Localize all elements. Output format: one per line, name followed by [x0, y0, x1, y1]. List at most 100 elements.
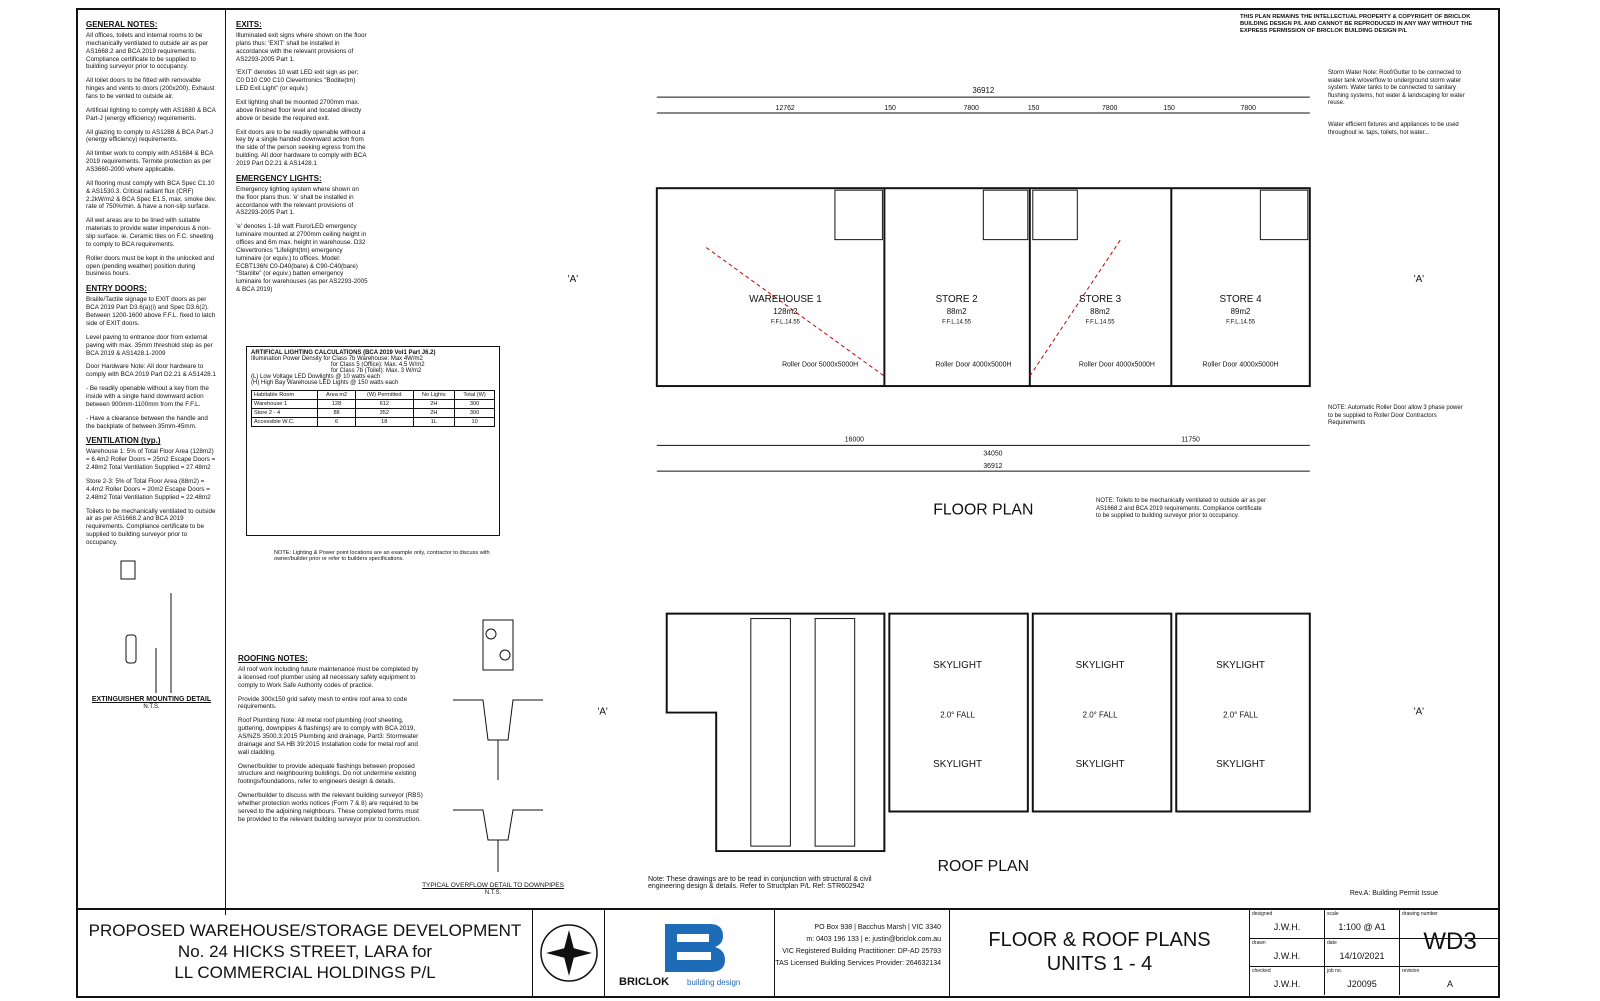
- note-exits-1: Illuminated exit signs where shown on th…: [236, 32, 367, 63]
- toilet-unit-3: [1032, 189, 1078, 241]
- note-toilet-doors: All toilet doors to be fitted with remov…: [86, 77, 215, 101]
- note-hardware: Door Hardware Note: All door hardware to…: [86, 363, 216, 379]
- roller-door-label: Roller Door 5000x5000H: [782, 361, 858, 368]
- col-lights: No Lights: [412, 390, 456, 400]
- room-ffl: F.F.L.14.55: [1226, 320, 1256, 326]
- room-name: STORE 3: [1079, 294, 1122, 305]
- floor-roof-plan-drawing: 36912 12762 150 7800 150 7800 150 7800: [568, 86, 1424, 875]
- value: WD3: [1423, 928, 1477, 955]
- col-total: Total (W): [454, 390, 495, 400]
- note-level-paving: Level paving to entrance door from exter…: [86, 333, 213, 357]
- col-area: Area m2: [317, 390, 357, 400]
- skylight-label: SKYLIGHT: [1216, 759, 1265, 770]
- general-notes-column: GENERAL NOTES: All offices, toilets and …: [78, 10, 226, 915]
- project-line-1: PROPOSED WAREHOUSE/STORAGE DEVELOPMENT: [88, 921, 522, 940]
- room-ffl: F.F.L.14.55: [771, 320, 801, 326]
- emergency-heading: EMERGENCY LIGHTS:: [236, 173, 322, 183]
- cell: Warehouse 1: [250, 399, 319, 409]
- auto-roller-note: NOTE: Automatic Roller Door allow 3 phas…: [1328, 405, 1463, 426]
- note-ventilation: All offices, toilets and internal rooms …: [86, 32, 209, 71]
- note-entry: Braille/Tactile signage to EXIT doors as…: [86, 296, 216, 327]
- drawing-title-line-2: UNITS 1 - 4: [1046, 953, 1153, 975]
- entry-doors-heading: ENTRY DOORS:: [86, 284, 147, 294]
- fall-label: 2.0° FALL: [1083, 711, 1118, 720]
- note-roof-2: Provide 300x150 grid safety mesh to enti…: [238, 695, 408, 711]
- overflow-detail-drawing: [453, 619, 543, 872]
- revision-cell: revision A: [1400, 966, 1500, 996]
- drawing-sheet: GENERAL NOTES: All offices, toilets and …: [76, 8, 1500, 998]
- briclok-logo: BRICLOK building design: [605, 910, 775, 996]
- cell: Store 2 - 4: [250, 408, 319, 418]
- note-roof-5: Owner/builder to discuss with the releva…: [238, 792, 423, 823]
- lighting-note: NOTE: Lighting & Power point locations a…: [274, 550, 490, 562]
- note-artificial-lighting: Artificial lighting to comply with AS168…: [86, 106, 216, 122]
- extinguisher-nts: N.T.S.: [143, 704, 160, 711]
- top-dims: 12762 150 7800 150 7800 150 7800: [776, 105, 1257, 112]
- compass-logo: [533, 910, 605, 996]
- roofing-heading: ROOFING NOTES:: [238, 654, 308, 663]
- exits-heading: EXITS:: [236, 20, 262, 29]
- skylight-label: SKYLIGHT: [1076, 660, 1125, 671]
- roller-door-label: Roller Door 4000x5000H: [1203, 361, 1279, 368]
- value: 1:100 @ A1: [1338, 922, 1386, 932]
- extinguisher-detail: [120, 560, 172, 693]
- lighting-title: ARTIFICAL LIGHTING CALCULATIONS (BCA 201…: [251, 350, 436, 356]
- room-name: STORE 4: [1220, 294, 1263, 305]
- signage-icon: [120, 560, 136, 580]
- cell: 6: [317, 417, 357, 427]
- cell: 300: [454, 408, 495, 418]
- label: drawing number: [1402, 911, 1438, 917]
- cell: 18: [355, 417, 414, 427]
- ventilation-heading: VENTILATION (typ.): [86, 436, 161, 446]
- label: date: [1327, 940, 1337, 946]
- downpipe-circle-2: [499, 649, 511, 661]
- lighting-line-5: (H) High Bay Warehouse LED Lights @ 150 …: [251, 380, 399, 386]
- cell: Accessible W.C.: [250, 417, 319, 427]
- north-star-icon: [540, 924, 598, 982]
- col-permitted: (W) Permitted: [355, 390, 414, 400]
- floor-plan-title: FLOOR PLAN: [933, 502, 1033, 519]
- label: drawn: [1252, 940, 1266, 946]
- room-area: 88m2: [1090, 307, 1110, 316]
- skylight-labels: SKYLIGHT SKYLIGHT SKYLIGHT SKYLIGHT SKYL…: [933, 660, 1265, 770]
- downpipe-circle: [485, 628, 497, 640]
- scale-cell: scale 1:100 @ A1: [1325, 910, 1400, 938]
- revision-note: Rev.A: Building Permit Issue: [1349, 890, 1438, 897]
- label: checked: [1252, 968, 1271, 974]
- room-name: WAREHOUSE 1: [749, 294, 822, 305]
- roof-section-left: 'A': [597, 707, 607, 718]
- fall-label: 2.0° FALL: [1223, 711, 1258, 720]
- overall-dim-text: 36912: [972, 86, 994, 95]
- general-notes-heading: GENERAL NOTES:: [86, 20, 158, 29]
- note-vent-warehouse: Warehouse 1: 5% of Total Floor Area (128…: [86, 448, 216, 472]
- roof-outline-2: [888, 612, 1029, 813]
- roof-outline-3: [1031, 612, 1173, 813]
- note-exits-4: Exit doors are to be readily openable wi…: [236, 128, 367, 168]
- contact-line: VIC Registered Building Practitioner: DP…: [782, 948, 941, 955]
- note-roof-3: Roof Plumbing Note: All metal roof plumb…: [238, 717, 419, 756]
- cell: 128: [317, 399, 357, 409]
- job-cell: job no.J20095: [1325, 967, 1400, 995]
- extinguisher-heading: EXTINGUISHER MOUNTING DETAIL: [91, 695, 212, 703]
- cell: 300: [454, 399, 495, 409]
- label: scale: [1327, 911, 1339, 917]
- room-labels: WAREHOUSE 1 128m2 F.F.L.14.55 STORE 2 88…: [749, 294, 1278, 368]
- skylight-label: SKYLIGHT: [933, 759, 982, 770]
- note-hardware-2: - Have a clearance between the handle an…: [86, 414, 208, 430]
- brand-sub: building design: [687, 978, 741, 987]
- roller-door-label: Roller Door 4000x5000H: [935, 361, 1011, 368]
- skylight-1: [750, 618, 791, 847]
- sump-box: [482, 619, 514, 671]
- dim-text: 7800: [1102, 105, 1118, 112]
- roof-outline-4: [1175, 612, 1311, 813]
- overflow-section: [453, 809, 543, 841]
- skylight-label: SKYLIGHT: [933, 660, 982, 671]
- storm-water-note: Storm Water Note: Roof/Gutter to be conn…: [1328, 70, 1465, 106]
- note-exits-2: 'EXIT' denotes 10 watt LED exit sign as …: [236, 69, 359, 93]
- room-area: 128m2: [773, 307, 797, 316]
- exit-notes-column: EXITS: Illuminated exit signs where show…: [228, 10, 376, 306]
- toilet-unit-1: [834, 189, 883, 241]
